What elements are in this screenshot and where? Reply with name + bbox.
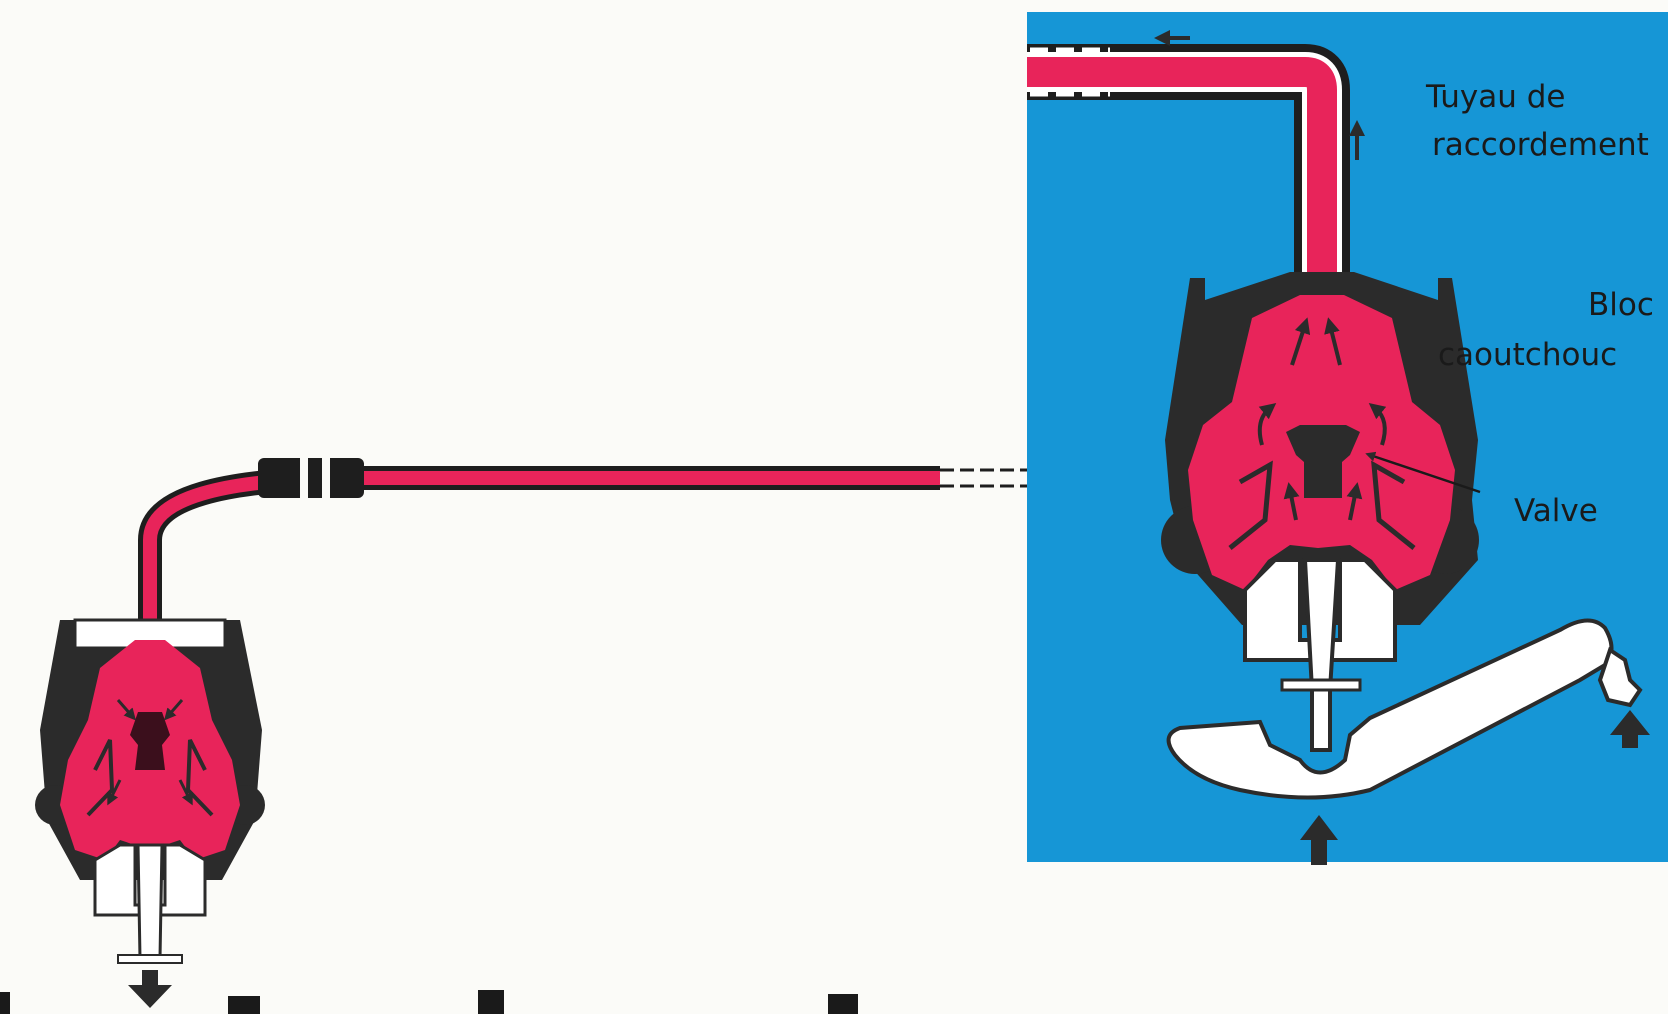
bloc-label-line1: Bloc (1588, 287, 1654, 323)
push-arrow-icon (1610, 710, 1650, 748)
flow-arrow-icon (1290, 317, 1311, 366)
small-valve (130, 712, 170, 770)
stem-collar (1280, 678, 1362, 692)
flow-arrow-icon (164, 699, 184, 721)
flow-arrow-icon (1368, 402, 1387, 446)
flow-arrow-icon (1346, 482, 1363, 521)
flow-arrow-icon (107, 779, 122, 806)
outlet-arrow-icon (128, 970, 172, 1008)
push-arrow-icon (1300, 815, 1338, 865)
tube-coupling (258, 458, 364, 498)
small-valve-assembly (35, 618, 265, 1008)
valve-leader-line (1365, 451, 1481, 494)
connecting-pipe (1027, 44, 1350, 295)
bloc-label-line2: caoutchouc (1438, 337, 1618, 373)
inner-channel-right (1371, 460, 1416, 550)
flow-arrow-icon (1324, 317, 1342, 366)
tuyau-label-line1: Tuyau de (1426, 79, 1566, 115)
valve-label: Valve (1514, 493, 1598, 529)
inner-channel-left (1228, 460, 1273, 550)
flow-arrow-icon (1257, 402, 1277, 446)
flow-arrow-icon (116, 699, 136, 721)
lever-tip (1597, 646, 1643, 708)
flow-arrow-icon (1283, 482, 1300, 521)
thin-tube (138, 456, 1027, 640)
internal-flow-arrows (1257, 317, 1387, 521)
valve (1286, 425, 1360, 498)
small-valve-seat (93, 843, 207, 917)
flow-arrow-icon (178, 779, 193, 806)
tuyau-label-line2: raccordement (1432, 127, 1649, 163)
lever (1166, 618, 1614, 800)
cropped-heading-fragments (0, 990, 858, 1014)
small-valve-stem (136, 843, 164, 960)
